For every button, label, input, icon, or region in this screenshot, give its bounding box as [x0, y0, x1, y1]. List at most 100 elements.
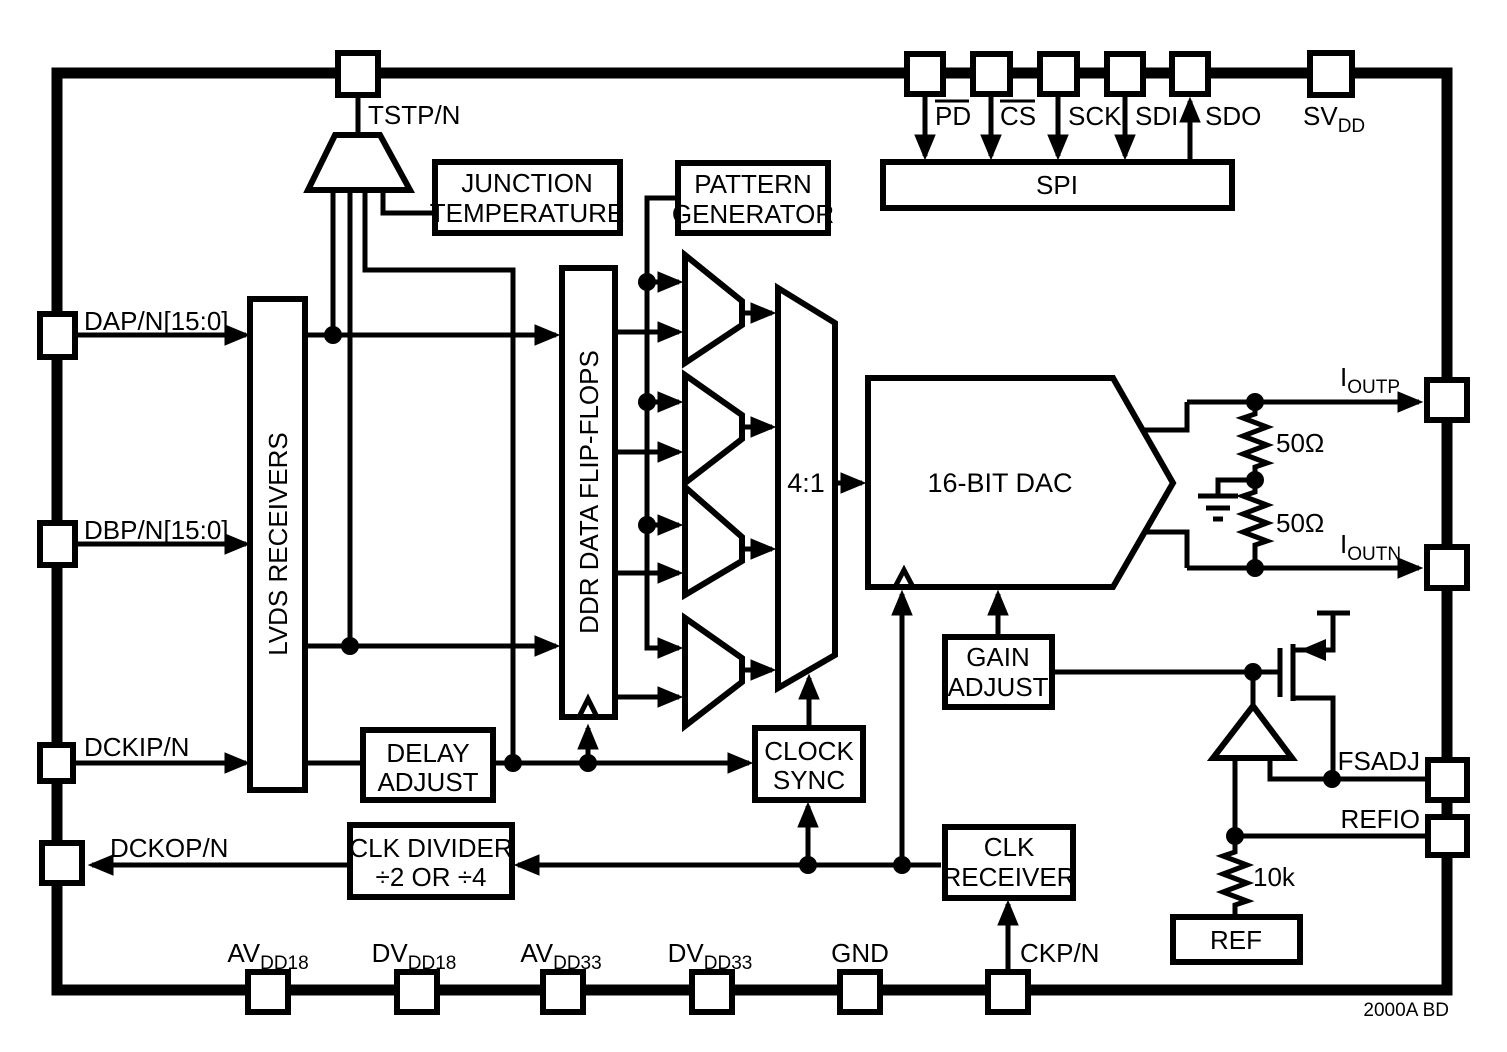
sck-label: SCK: [1068, 101, 1122, 131]
clock-sync-block: [752, 725, 866, 803]
ioutp-label: IOUTP: [1340, 362, 1400, 398]
mosfet-source-wire: [1293, 695, 1336, 779]
clock-sync-label-2: SYNC: [773, 765, 845, 795]
mosfet-icon: [1277, 610, 1350, 779]
wire-fsadj: [1267, 758, 1428, 782]
pattern-generator-label-2: GENERATOR: [672, 199, 834, 229]
junction-temperature-label-1: JUNCTION: [461, 168, 592, 198]
pin-dap: [37, 311, 78, 360]
ddr-flipflops-block: [559, 265, 618, 720]
buffer-1-shape: [682, 248, 745, 369]
junction-temperature-block: [432, 159, 623, 236]
gain-adjust-block: [942, 634, 1055, 710]
ioutn-label: IOUTN: [1340, 529, 1401, 565]
delay-adjust-block: [360, 727, 496, 803]
reference-network: [1206, 610, 1350, 912]
dac-shape: [865, 375, 1177, 590]
gain-adjust-label-2: ADJUST: [947, 672, 1048, 702]
clk-divider-label-1: CLK DIVIDER: [349, 833, 512, 863]
buffer-4-shape: [682, 612, 745, 733]
dvdd33-label: DVDD33: [668, 938, 753, 974]
avdd18-label: AVDD18: [227, 938, 308, 974]
resistor-50-top-label: 50Ω: [1276, 428, 1324, 458]
wire-dac-outp-stub: [1143, 402, 1190, 433]
pin-cs: [970, 51, 1013, 97]
spi-block: [880, 159, 1235, 211]
tstp-label: TSTP/N: [368, 100, 460, 130]
pin-dvdd33: [689, 969, 735, 1015]
pin-pd: [904, 51, 946, 97]
dap-label: DAP/N[15:0]: [84, 306, 229, 336]
junction-temperature-label-2: TEMPERATURE: [430, 198, 625, 228]
pin-ioutn: [1424, 544, 1470, 591]
ground-lead: [1215, 477, 1255, 494]
ref-label: REF: [1210, 925, 1262, 955]
pin-ioutp: [1424, 377, 1470, 423]
ddr-flipflops-label: DDR DATA FLIP-FLOPS: [574, 350, 604, 634]
delay-adjust-label-2: ADJUST: [377, 767, 478, 797]
resistor-50ohm-bottom: [1235, 480, 1275, 568]
ddr-clock-marker: [576, 693, 600, 719]
sdo-label: SDO: [1205, 101, 1261, 131]
pin-sdo: [1169, 51, 1211, 97]
wire-junction-temp-link: [380, 188, 435, 216]
clk-receiver-label-1: CLK: [984, 832, 1035, 862]
figure-number: 2000A BD: [1363, 1000, 1449, 1021]
dckip-label: DCKIP/N: [84, 732, 189, 762]
wire-dac-outn-stub: [1145, 529, 1190, 568]
clk-receiver-label-2: RECEIVER: [943, 862, 1076, 892]
delay-adjust-label-1: DELAY: [386, 738, 469, 768]
resistor-50-bottom-label: 50Ω: [1276, 508, 1324, 538]
pin-gnd: [837, 969, 883, 1015]
junction-dots: [324, 273, 1341, 874]
pattern-generator-block: [675, 160, 831, 236]
clk-receiver-block: [942, 824, 1076, 901]
pin-dckip: [37, 742, 76, 784]
fsadj-label: FSADJ: [1338, 746, 1420, 776]
buffer-2-shape: [682, 369, 745, 490]
pin-dbp: [37, 520, 78, 568]
dbp-label: DBP/N[15:0]: [84, 515, 229, 545]
pd-label: PD: [935, 101, 971, 131]
dac-clock-marker: [892, 564, 916, 589]
buffer-3-shape: [682, 480, 745, 601]
pin-avdd18: [245, 969, 291, 1015]
pin-fsadj: [1425, 757, 1470, 803]
gnd-label: GND: [831, 938, 889, 968]
wires: [72, 95, 1428, 972]
dvdd18-label: DVDD18: [372, 938, 457, 974]
opamp-icon: [1206, 701, 1298, 761]
mux-label: 4:1: [787, 468, 825, 498]
resistor-50ohm-top: [1235, 402, 1275, 480]
lvds-receivers-block: [247, 296, 308, 793]
tst-mux-shape: [303, 132, 416, 193]
mux-4to1-shape: [775, 282, 838, 694]
lvds-receivers-label: LVDS RECEIVERS: [263, 432, 293, 655]
package-pins: [37, 50, 1470, 1015]
ref-block: [1170, 914, 1303, 965]
pattern-generator-label-1: PATTERN: [694, 169, 811, 199]
spi-label: SPI: [1036, 170, 1078, 200]
pin-ckpn: [985, 969, 1031, 1015]
sdi-label: SDI: [1135, 101, 1178, 131]
pin-svdd: [1307, 50, 1355, 98]
pin-dckop: [39, 840, 85, 886]
ckpn-label: CKP/N: [1020, 938, 1099, 968]
resistor-10k: [1215, 836, 1255, 912]
pin-sdi: [1104, 51, 1146, 97]
pin-dvdd18: [394, 969, 440, 1015]
wire-tstmux-leg3-clock: [362, 188, 516, 763]
refio-label: REFIO: [1341, 804, 1420, 834]
resistor-10k-label: 10k: [1253, 862, 1296, 892]
mosfet-arrow: [1300, 639, 1326, 661]
pin-tstp: [335, 50, 381, 98]
output-network: [1198, 402, 1275, 568]
clk-divider-block: [347, 822, 515, 900]
svdd-label: SVDD: [1303, 101, 1365, 137]
pin-sck: [1037, 51, 1080, 97]
pin-refio: [1425, 814, 1470, 858]
gain-adjust-label-1: GAIN: [966, 642, 1030, 672]
dckop-label: DCKOP/N: [110, 833, 228, 863]
dac-label: 16-BIT DAC: [927, 468, 1072, 498]
